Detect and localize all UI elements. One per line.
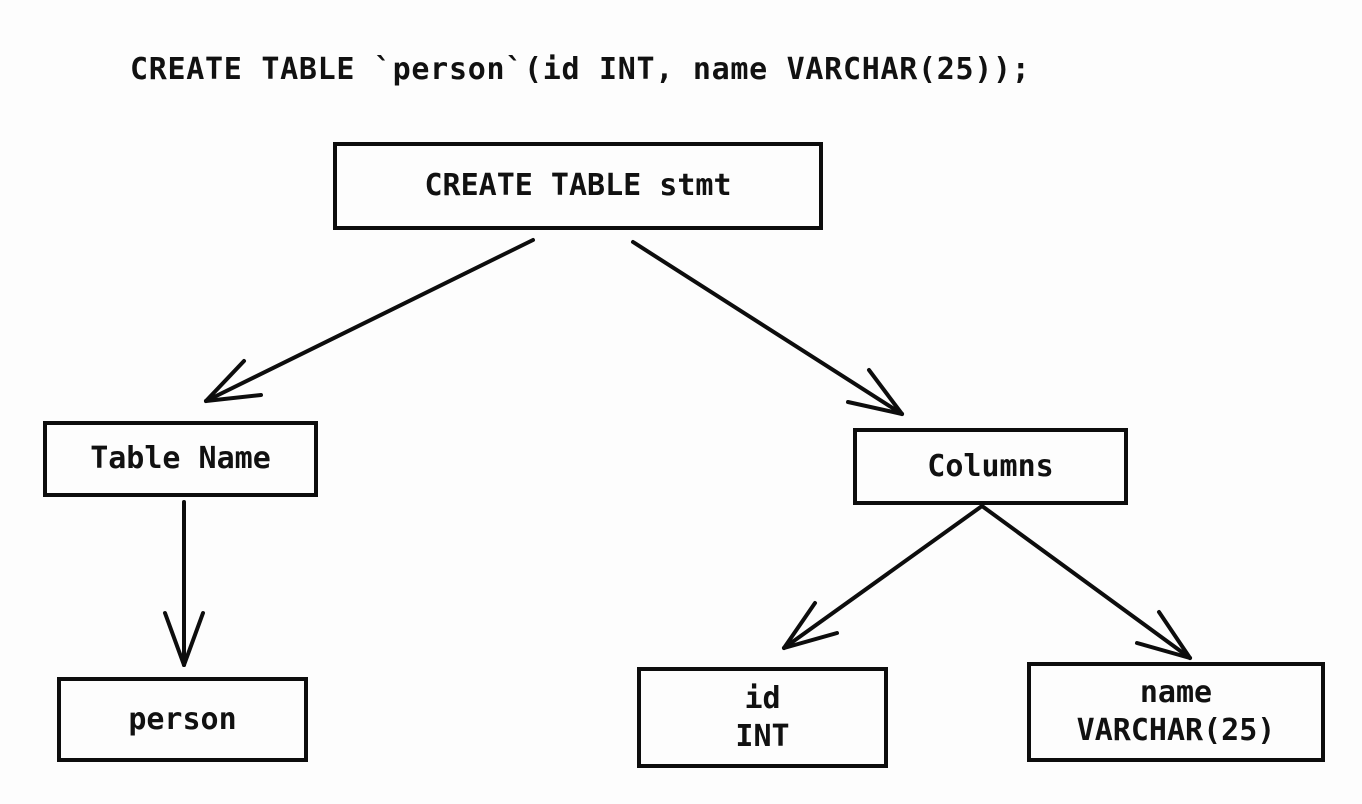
node-person: person (57, 677, 308, 762)
arrowhead-wing (163, 611, 186, 667)
arrowhead-wing (782, 631, 839, 650)
node-name-varchar-line1: name (1139, 675, 1213, 710)
edge-columns-to-id-int (782, 504, 984, 650)
arrowhead-wing (204, 359, 246, 403)
node-table-name: Table Name (43, 421, 318, 497)
node-name-varchar-line2: VARCHAR(25) (1076, 713, 1276, 748)
node-id-int-line2: INT (735, 718, 790, 754)
arrowhead-wing (782, 601, 817, 650)
arrowhead-wing (204, 393, 263, 403)
arrowhead-wing (846, 400, 904, 416)
edge-shaft (204, 238, 535, 403)
edge-shaft (980, 504, 1192, 660)
edge-shaft (782, 504, 984, 650)
arrowhead-wing (1157, 610, 1192, 660)
edge-root-to-table-name (204, 238, 535, 403)
arrowhead-wing (867, 368, 904, 416)
sql-statement-text: CREATE TABLE `person`(id INT, name VARCH… (130, 52, 1031, 87)
edge-shaft (631, 240, 904, 416)
edge-columns-to-name-varchar (980, 504, 1192, 660)
node-columns: Columns (853, 428, 1128, 505)
node-person-label: person (128, 701, 237, 737)
arrowhead-wing (182, 611, 205, 667)
node-id-int-line1: id (744, 680, 781, 716)
node-columns-label: Columns (927, 448, 1054, 484)
node-table-name-label: Table Name (90, 441, 271, 476)
node-create-table-stmt-label: CREATE TABLE stmt (424, 168, 732, 203)
node-id-int: id INT (637, 667, 888, 768)
node-name-varchar: name VARCHAR(25) (1027, 662, 1325, 762)
edge-root-to-columns (631, 240, 904, 416)
node-create-table-stmt: CREATE TABLE stmt (333, 142, 823, 230)
arrowhead-wing (1135, 641, 1192, 660)
edge-table-name-to-person (163, 500, 205, 667)
